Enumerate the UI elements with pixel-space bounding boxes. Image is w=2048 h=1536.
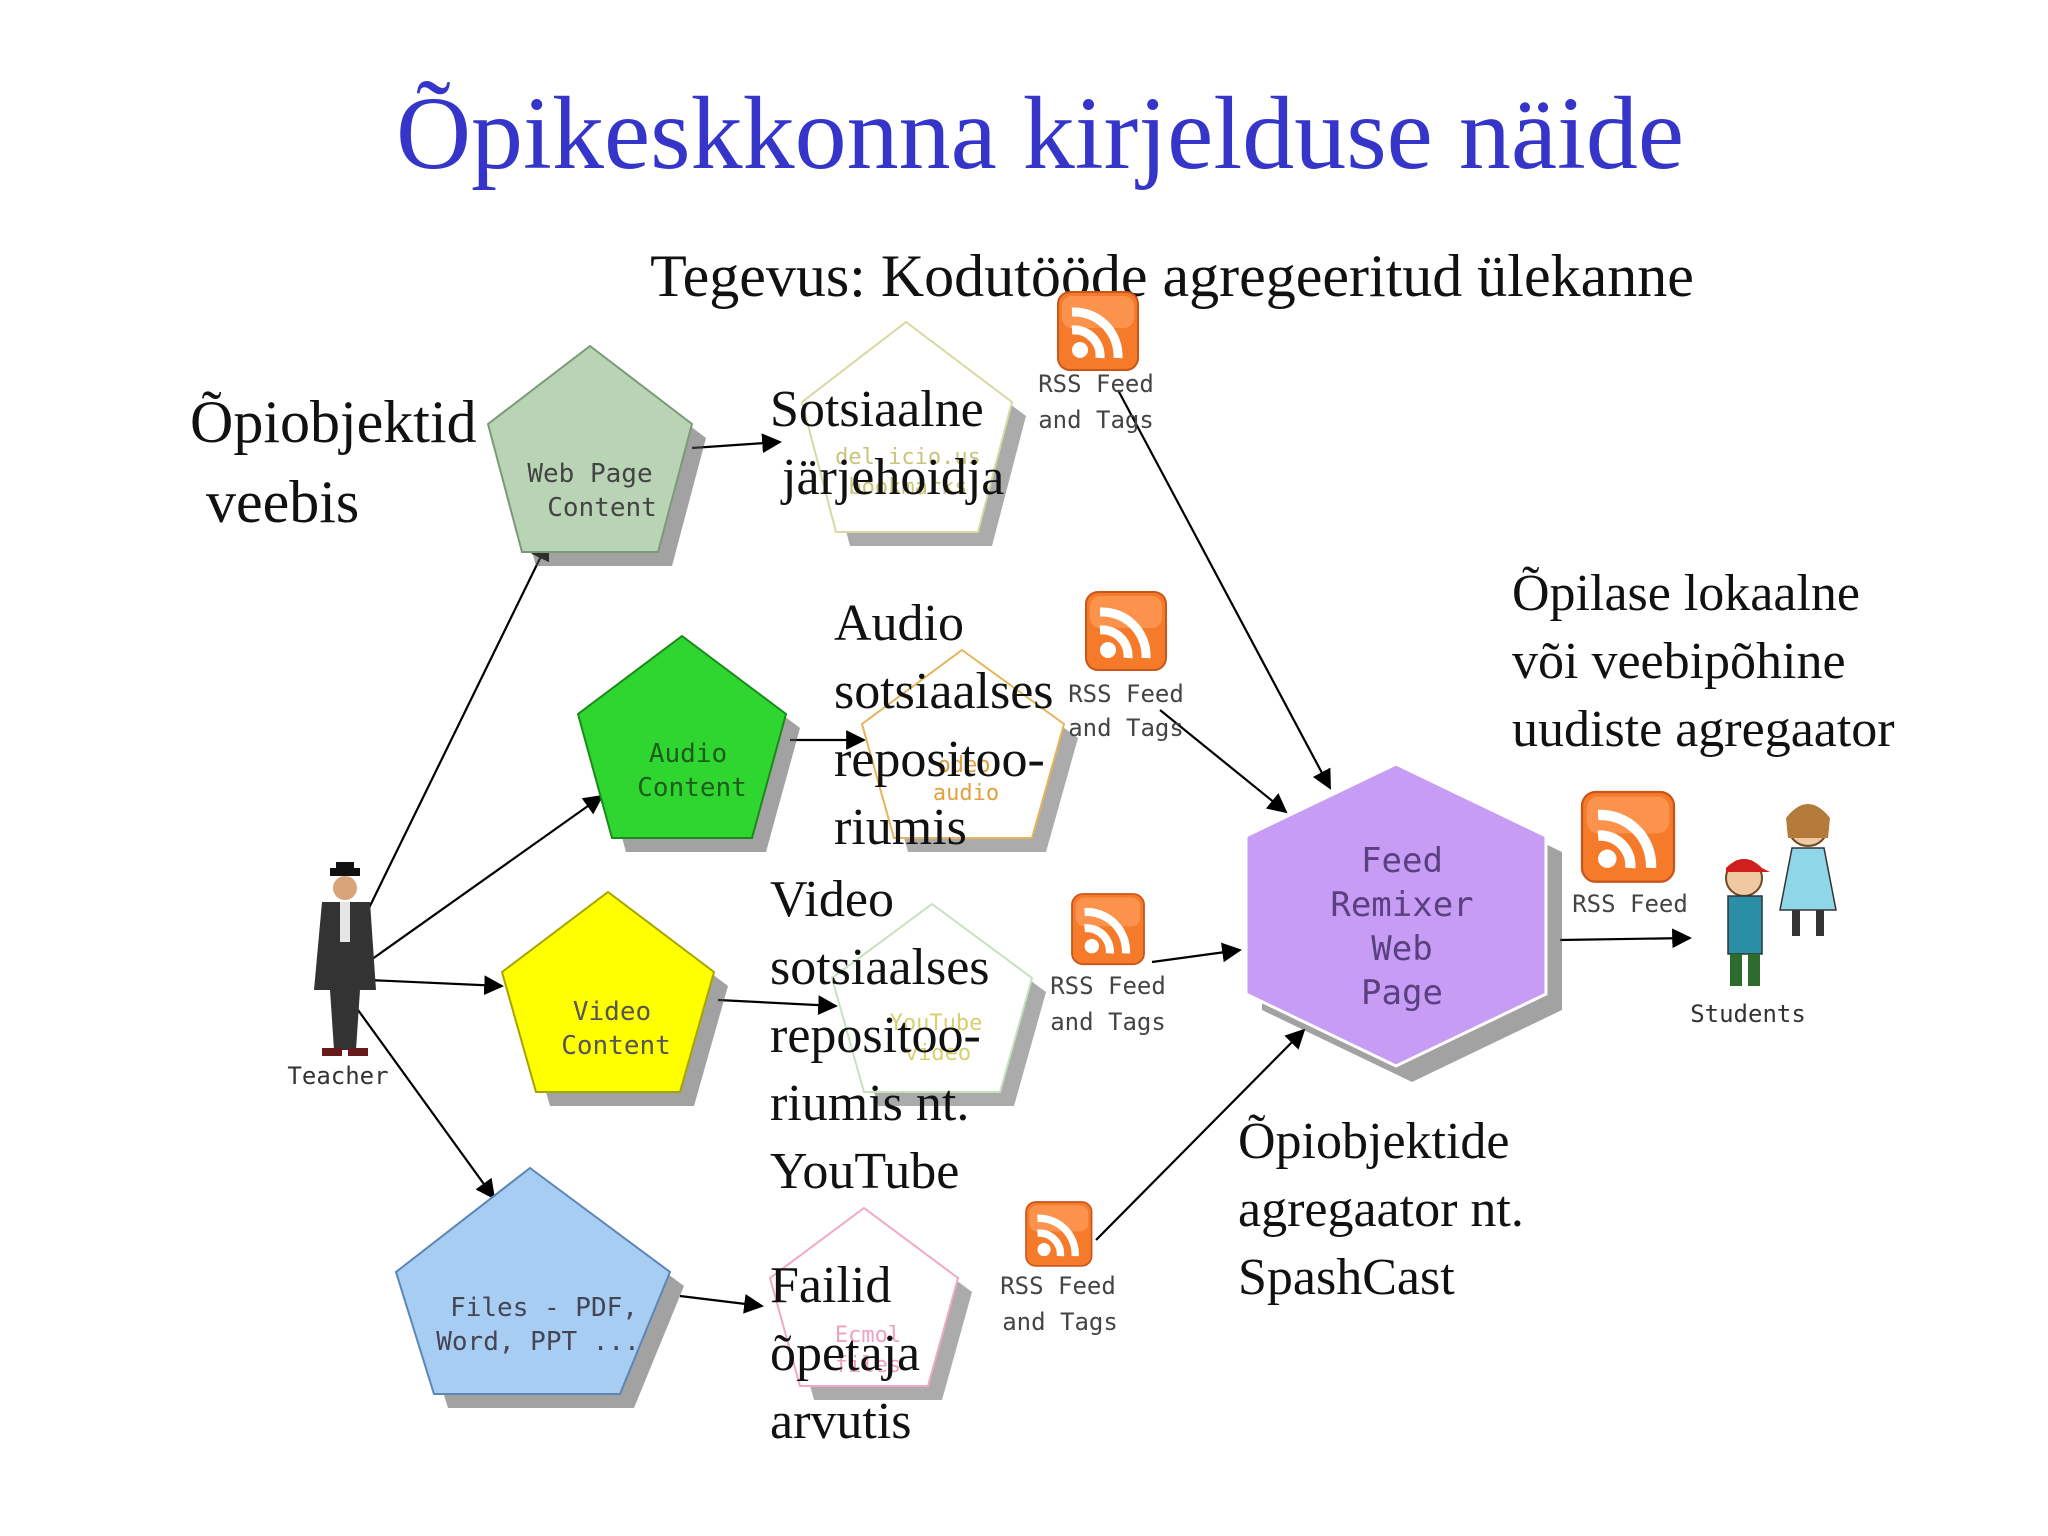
node-label: odeo (938, 753, 991, 778)
node-label: Content (547, 493, 657, 523)
students-label: Students (1690, 1000, 1806, 1028)
annotation-audio-repo: sotsiaalses (834, 663, 1054, 720)
edge-teacher-audio (367, 794, 604, 963)
annotation-object-aggregator: agregaator nt. (1238, 1181, 1524, 1238)
rss-label: and Tags (1068, 714, 1184, 742)
node-label: Feed (1361, 841, 1443, 881)
node-label: Web Page (527, 459, 652, 489)
edge-files-ecmol (679, 1294, 764, 1314)
node-label: video (905, 1041, 971, 1066)
annotation-student-aggregator: uudiste agregaator (1512, 701, 1895, 758)
node-label: bookmarks (848, 475, 967, 500)
rss-icon (1026, 1202, 1092, 1266)
node-audio-content: Audio Content (576, 634, 800, 852)
diagram-edges (357, 389, 1692, 1314)
rss-label: RSS Feed (1000, 1272, 1116, 1300)
node-label: Content (561, 1031, 671, 1061)
slide-title: Õpikeskkonna kirjelduse näide (396, 76, 1684, 191)
node-delicious: del.icio.us bookmarks (800, 320, 1026, 546)
node-label: files (835, 1353, 901, 1378)
rss-icon (1058, 292, 1138, 370)
annotation-video-repo: YouTube (770, 1143, 959, 1200)
edge-rss2-remixer (1159, 709, 1288, 814)
annotation-learning-objects: Õpiobjektid (190, 389, 477, 455)
annotation-object-aggregator: Õpiobjektide (1238, 1113, 1510, 1170)
node-label: YouTube (890, 1011, 983, 1036)
annotation-student-aggregator: või veebipõhine (1512, 633, 1846, 690)
annotation-files: Failid (770, 1257, 891, 1314)
teacher-label: Teacher (287, 1062, 388, 1090)
node-label: Files - PDF, (450, 1293, 638, 1323)
node-youtube: YouTube video (830, 902, 1046, 1106)
node-odeo: odeo audio (860, 648, 1078, 852)
rss-label: and Tags (1002, 1308, 1118, 1336)
edge-remixer-students (1559, 928, 1692, 949)
rss-label: and Tags (1050, 1008, 1166, 1036)
node-label: Content (637, 773, 747, 803)
node-files-content: Files - PDF, Word, PPT ... (394, 1166, 684, 1408)
edge-rss4-remixer (1095, 1028, 1306, 1241)
edge-teacher-video (367, 975, 504, 996)
annotation-student-aggregator: Õpilase lokaalne (1512, 565, 1860, 622)
rss-icon (1086, 592, 1166, 670)
rss-label: RSS Feed (1050, 972, 1166, 1000)
annotation-video-repo: Video (770, 871, 894, 928)
rss-label: RSS Feed (1068, 680, 1184, 708)
annotation-audio-repo: repositoo- (834, 731, 1045, 788)
edge-video-youtube (717, 995, 838, 1015)
node-label: Ecmol (835, 1323, 901, 1348)
annotation-social-bookmark: järjehoidja (780, 449, 1004, 506)
node-label: Page (1361, 973, 1443, 1013)
node-label: audio (933, 781, 999, 806)
node-label: Video (573, 997, 651, 1027)
node-label: del.icio.us (835, 445, 981, 470)
teacher-figure-icon (314, 862, 376, 1056)
edge-rss1-remixer (1117, 389, 1331, 790)
annotation-audio-repo: Audio (834, 595, 964, 652)
node-label: Remixer (1330, 885, 1473, 925)
students-figure-icon (1725, 804, 1837, 986)
node-label: Web (1371, 929, 1432, 969)
node-ecmol: Ecmol files (768, 1206, 972, 1400)
edge-teacher-web (367, 540, 550, 911)
annotation-video-repo: riumis nt. (770, 1075, 969, 1132)
annotation-video-repo: repositoo- (770, 1007, 981, 1064)
node-label: Word, PPT ... (436, 1327, 640, 1357)
annotation-files: õpetaja (770, 1325, 920, 1382)
rss-icon (1582, 792, 1674, 882)
annotation-learning-objects: veebis (206, 469, 359, 535)
node-label: Audio (649, 739, 727, 769)
node-web-page-content: Web Page Content (486, 344, 706, 566)
edge-teacher-files (357, 1009, 496, 1200)
rss-label: and Tags (1038, 406, 1154, 434)
rss-label: RSS Feed (1572, 890, 1688, 918)
rss-label: RSS Feed (1038, 370, 1154, 398)
annotation-video-repo: sotsiaalses (770, 939, 990, 996)
node-video-content: Video Content (500, 890, 728, 1106)
annotation-audio-repo: riumis (834, 799, 967, 856)
edge-web-delicious (691, 433, 782, 454)
annotation-files: arvutis (770, 1393, 912, 1450)
rss-icon (1072, 894, 1144, 964)
activity-label: Tegevus: Kodutööde agregeeritud ülekanne (650, 243, 1694, 309)
annotation-object-aggregator: SpashCast (1238, 1249, 1455, 1306)
edge-rss3-remixer (1151, 942, 1242, 964)
node-feed-remixer: Feed Remixer Web Page (1244, 762, 1562, 1082)
annotation-social-bookmark: Sotsiaalne (770, 381, 984, 438)
